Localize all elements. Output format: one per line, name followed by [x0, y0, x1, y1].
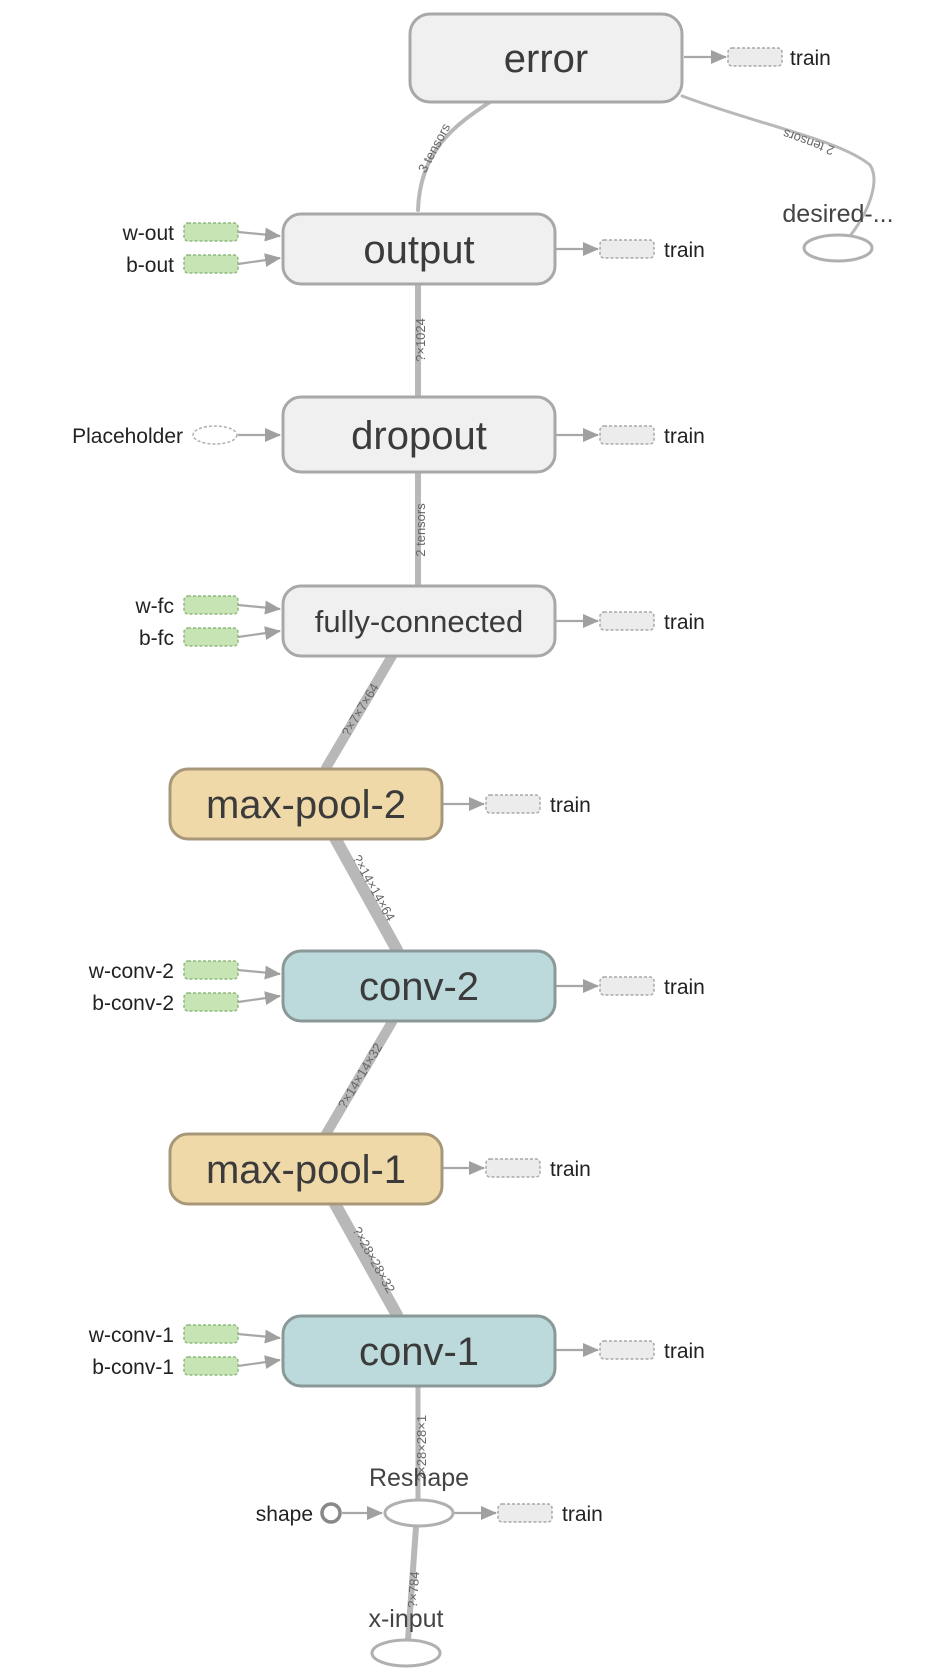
node-output[interactable]: output: [281, 212, 557, 286]
train-output-max-pool-1[interactable]: train: [485, 1158, 591, 1181]
node-dropout-label: dropout: [351, 414, 487, 458]
train-output-dropout[interactable]: train: [599, 425, 705, 448]
edge-error-output[interactable]: [416, 100, 492, 212]
edge-reshape-xinput[interactable]: [405, 1524, 419, 1643]
node-shape[interactable]: shape: [256, 1502, 342, 1526]
node-conv-1-label: conv-1: [359, 1330, 479, 1374]
node-output-label: output: [363, 228, 474, 272]
node-fully-connected[interactable]: fully-connected: [281, 584, 557, 658]
variable-inputs: w-out b-out Placeholder w-fc b-fc w-conv…: [72, 222, 239, 1379]
shape-constant-icon: [320, 1502, 342, 1524]
edge-b-out[interactable]: [237, 253, 281, 268]
edge-label-conv1-reshape: ?×28×28×1: [414, 1415, 429, 1481]
node-desired-label: desired-...: [782, 200, 893, 228]
node-conv-1[interactable]: conv-1: [281, 1314, 557, 1388]
edge-pool2-conv2[interactable]: [329, 832, 403, 956]
train-output-conv-1[interactable]: train: [599, 1340, 705, 1363]
edge-fc-pool2[interactable]: [321, 651, 397, 773]
edge-w-fc[interactable]: [237, 600, 281, 615]
input-b-out-label: b-out: [126, 254, 174, 277]
edge-conv2-pool1[interactable]: [321, 1017, 397, 1139]
edge-w-conv-1[interactable]: [237, 1329, 281, 1344]
train-output-conv-2[interactable]: train: [599, 976, 705, 999]
node-desired[interactable]: desired-...: [782, 200, 894, 263]
edge-label-error-desired: 2 tensors: [780, 126, 836, 159]
edge-label-dropout-fc: 2 tensors: [413, 503, 428, 557]
input-w-conv-2-label: w-conv-2: [88, 960, 174, 983]
node-conv-2[interactable]: conv-2: [281, 949, 557, 1023]
train-output-output[interactable]: train: [599, 239, 705, 262]
input-w-out-label: w-out: [122, 222, 175, 245]
train-label-dropout: train: [664, 425, 705, 448]
train-label-conv-1: train: [664, 1340, 705, 1363]
train-output-reshape[interactable]: train: [497, 1503, 603, 1526]
node-max-pool-1[interactable]: max-pool-1: [168, 1132, 444, 1206]
edge-w-out[interactable]: [237, 227, 281, 242]
train-label-conv-2: train: [664, 976, 705, 999]
input-b-conv-2-label: b-conv-2: [92, 992, 174, 1015]
train-output-fc[interactable]: train: [599, 611, 705, 634]
input-w-fc[interactable]: w-fc: [135, 595, 239, 618]
input-b-fc[interactable]: b-fc: [139, 627, 239, 650]
edge-w-conv-2[interactable]: [237, 965, 281, 980]
train-label-reshape: train: [562, 1503, 603, 1526]
node-x-input[interactable]: x-input: [368, 1605, 444, 1668]
train-label-fc: train: [664, 611, 705, 634]
input-w-conv-2[interactable]: w-conv-2: [88, 960, 239, 983]
input-b-fc-label: b-fc: [139, 627, 174, 650]
node-max-pool-1-label: max-pool-1: [206, 1148, 406, 1192]
edge-b-conv-2[interactable]: [237, 991, 281, 1006]
main-edges: [321, 94, 876, 1643]
edge-pool1-conv1[interactable]: [329, 1198, 403, 1321]
train-label-output: train: [664, 239, 705, 262]
edge-b-conv-1[interactable]: [237, 1355, 281, 1370]
node-error-label: error: [504, 37, 588, 81]
node-conv-2-label: conv-2: [359, 965, 479, 1009]
train-outputs: train train train train train train trai…: [485, 47, 831, 1526]
input-w-conv-1-label: w-conv-1: [88, 1324, 174, 1347]
train-label-error: train: [790, 47, 831, 70]
edge-b-fc[interactable]: [237, 626, 281, 641]
node-max-pool-2[interactable]: max-pool-2: [168, 767, 444, 841]
input-w-conv-1[interactable]: w-conv-1: [88, 1324, 239, 1347]
edge-error-desired[interactable]: [680, 94, 876, 238]
input-b-out[interactable]: b-out: [126, 254, 239, 277]
node-fully-connected-label: fully-connected: [315, 604, 524, 639]
train-output-max-pool-2[interactable]: train: [485, 794, 591, 817]
input-w-out[interactable]: w-out: [122, 222, 239, 245]
edge-label-reshape-xinput: ?×784: [405, 1571, 423, 1608]
node-reshape[interactable]: Reshape: [369, 1464, 469, 1528]
node-error[interactable]: error: [408, 12, 684, 104]
input-b-conv-1-label: b-conv-1: [92, 1356, 174, 1379]
input-w-fc-label: w-fc: [135, 595, 175, 618]
input-b-conv-2[interactable]: b-conv-2: [92, 992, 239, 1015]
side-edges: [237, 50, 727, 1520]
node-max-pool-2-label: max-pool-2: [206, 783, 406, 827]
node-x-input-label: x-input: [368, 1605, 443, 1633]
node-dropout[interactable]: dropout: [281, 395, 557, 474]
node-reshape-label: Reshape: [369, 1464, 469, 1492]
input-placeholder[interactable]: Placeholder: [72, 425, 238, 448]
input-b-conv-1[interactable]: b-conv-1: [92, 1356, 239, 1379]
input-placeholder-label: Placeholder: [72, 425, 183, 448]
edge-label-fc-pool2: ?×7×7×64: [339, 681, 382, 739]
train-label-max-pool-1: train: [550, 1158, 591, 1181]
train-label-max-pool-2: train: [550, 794, 591, 817]
shape-label: shape: [256, 1503, 313, 1526]
train-output-error[interactable]: train: [727, 47, 831, 70]
edge-label-output-dropout: ?×1024: [413, 318, 428, 362]
edge-label-conv2-pool1: ?×14×14×32: [335, 1040, 386, 1111]
edge-label-error-output: 3 tensors: [415, 120, 454, 175]
